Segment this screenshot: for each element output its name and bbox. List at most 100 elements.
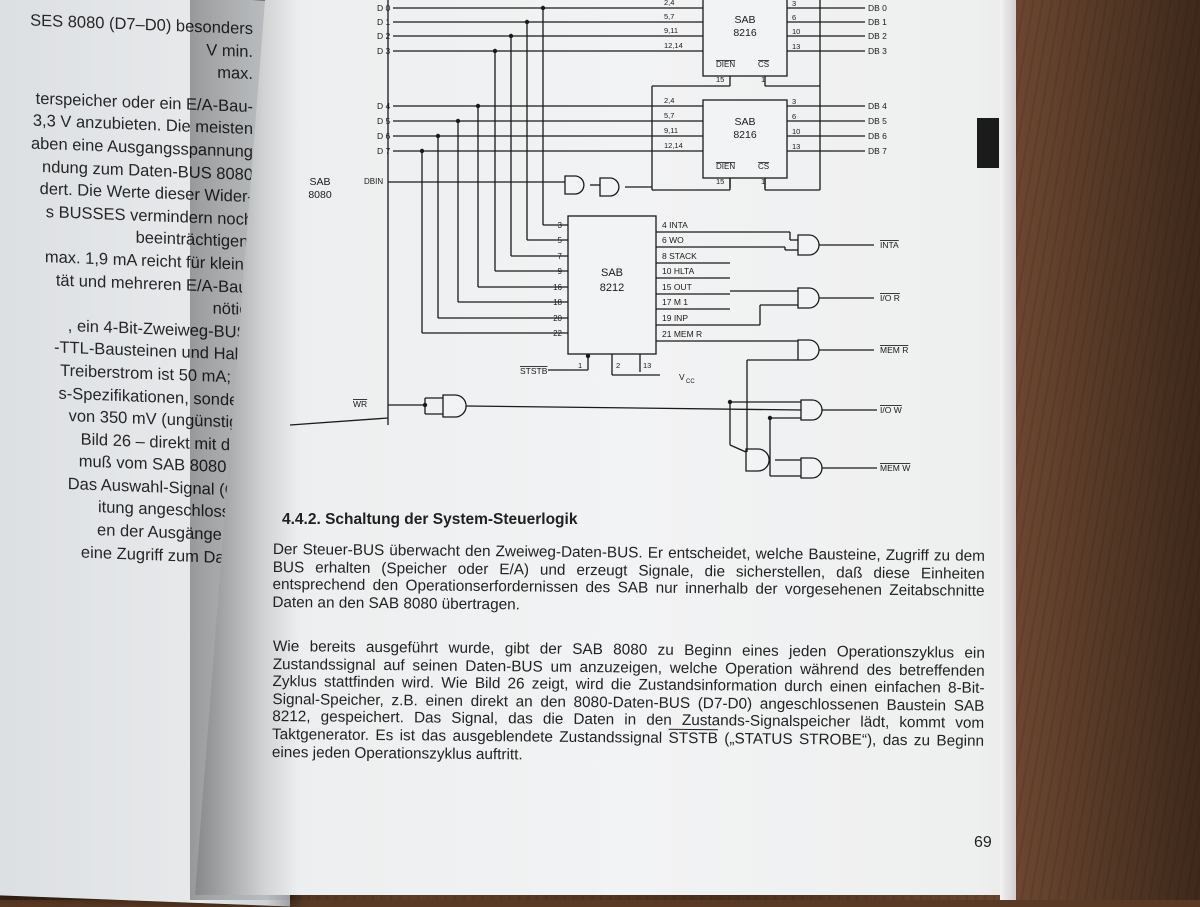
d-line-label: D 2 bbox=[377, 31, 391, 41]
pin-number: 2,4 bbox=[664, 0, 674, 7]
pin-number: 3 bbox=[792, 0, 796, 8]
mem-w-predecoder-gate bbox=[745, 448, 770, 472]
junction-dot bbox=[767, 415, 773, 421]
d-line-label: D 4 bbox=[377, 101, 391, 111]
db-line-label: DB 5 bbox=[868, 116, 887, 126]
wr-output-wire bbox=[466, 405, 802, 411]
dien-label: DIEN bbox=[716, 162, 735, 171]
pin-number: 3 bbox=[558, 221, 563, 230]
right-book-page bbox=[195, 0, 1007, 895]
pin-number: 15 bbox=[716, 75, 724, 84]
db-line-label: DB 2 bbox=[868, 31, 887, 41]
section-heading: 4.4.2. Schaltung der System-Steuerlogik bbox=[282, 511, 578, 528]
pin-number: 6 bbox=[792, 13, 796, 22]
db-line-label: DB 3 bbox=[868, 46, 887, 56]
chip-8212-output-label: 19 INP bbox=[662, 313, 688, 323]
pin-number: 5,7 bbox=[664, 111, 674, 120]
output-and-gate bbox=[797, 234, 820, 256]
dbin-gate-2 bbox=[599, 177, 620, 197]
chip-8212-output-label: 8 STACK bbox=[662, 251, 697, 261]
pin-number: 13 bbox=[792, 42, 800, 51]
dbin-gate-1 bbox=[564, 175, 585, 195]
pin-number: 13 bbox=[792, 142, 800, 151]
chip-part: 8216 bbox=[733, 129, 757, 141]
control-output-label: I/O R bbox=[880, 293, 900, 303]
pin-number: 2,4 bbox=[664, 96, 674, 105]
pin-number: 18 bbox=[553, 298, 562, 307]
pin-number: 20 bbox=[553, 314, 562, 323]
chip-8212-output-label: 10 HLTA bbox=[662, 266, 695, 276]
pin-number: 12,14 bbox=[664, 41, 683, 50]
cpu-name: SAB bbox=[309, 176, 330, 188]
chip-8212-output-label: 17 M 1 bbox=[662, 297, 688, 307]
output-and-gate bbox=[800, 457, 823, 479]
sab-8216-lower bbox=[702, 99, 788, 179]
sab-8212-chip bbox=[567, 215, 657, 355]
db-line-label: DB 4 bbox=[868, 101, 887, 111]
page-number: 69 bbox=[974, 834, 992, 851]
d-line-label: D 6 bbox=[377, 131, 391, 141]
output-and-gate bbox=[797, 287, 820, 309]
d-line-label: D 0 bbox=[377, 3, 391, 13]
chip-name: SAB bbox=[601, 267, 623, 279]
output-and-gate bbox=[800, 399, 823, 421]
pin-number: 5,7 bbox=[664, 12, 674, 21]
chip-part: 8216 bbox=[733, 27, 757, 39]
pin-number: 1 bbox=[761, 75, 765, 84]
thumb-index-marker bbox=[977, 118, 999, 168]
ststb-signal-name: STSTB bbox=[668, 729, 718, 748]
sab-8216-upper bbox=[702, 0, 788, 77]
cs-label: CS bbox=[758, 60, 769, 69]
pin-number: 10 bbox=[792, 27, 800, 36]
pin-number: 15 bbox=[716, 177, 724, 186]
chip-8212-output-label: 15 OUT bbox=[662, 282, 692, 292]
pin-number: 6 bbox=[792, 112, 796, 121]
pin-number: 7 bbox=[558, 252, 563, 261]
db-line-label: DB 6 bbox=[868, 131, 887, 141]
dbin-label: DBIN bbox=[364, 177, 383, 186]
chip-8212-output-label: 21 MEM R bbox=[662, 329, 702, 339]
chip-name: SAB bbox=[734, 116, 755, 128]
chip-8212-output-label: 6 WO bbox=[662, 235, 684, 245]
paragraph-1: Der Steuer-BUS überwacht den Zweiweg-Dat… bbox=[272, 541, 985, 614]
pin-number: 10 bbox=[792, 127, 800, 136]
paragraph-2: Wie bereits ausgeführt wurde, gibt der S… bbox=[272, 638, 985, 768]
cs-label: CS bbox=[758, 162, 769, 171]
wire bbox=[729, 444, 747, 453]
pin-number: 9,11 bbox=[664, 26, 678, 35]
pin-number: 5 bbox=[558, 236, 563, 245]
pin-number: 1 bbox=[761, 177, 765, 186]
d-line-label: D 1 bbox=[377, 17, 391, 27]
wr-gate bbox=[442, 394, 467, 418]
output-and-gate bbox=[797, 339, 820, 361]
control-output-label: MEM W bbox=[880, 463, 910, 473]
cpu-bus-baseline bbox=[289, 417, 389, 426]
pin-number: 1 bbox=[578, 361, 582, 370]
db-line-label: DB 0 bbox=[868, 3, 887, 13]
control-output-label: INTA bbox=[880, 240, 899, 250]
chip-name: SAB bbox=[734, 14, 755, 26]
chip-8212-output-label: 4 INTA bbox=[662, 220, 688, 230]
chip-part: 8212 bbox=[600, 282, 624, 294]
paragraph-2-text-a: Wie bereits ausgeführt wurde, gibt der S… bbox=[271, 638, 985, 747]
pin-number: 16 bbox=[553, 283, 562, 292]
pin-number: 9,11 bbox=[664, 126, 678, 135]
page-edge-strip bbox=[1000, 0, 1016, 900]
pin-number: 22 bbox=[553, 329, 562, 338]
d-line-label: D 7 bbox=[377, 146, 391, 156]
pin-number: 3 bbox=[792, 97, 796, 106]
control-output-label: I/O W bbox=[880, 405, 902, 415]
pin-number: 12,14 bbox=[664, 141, 683, 150]
db-line-label: DB 7 bbox=[868, 146, 887, 156]
junction-dot bbox=[727, 399, 733, 405]
db-line-label: DB 1 bbox=[868, 17, 887, 27]
ststb-label: STSTB bbox=[520, 366, 548, 376]
control-output-label: MEM R bbox=[880, 345, 908, 355]
dien-label: DIEN bbox=[716, 60, 735, 69]
pin-number: 9 bbox=[558, 267, 563, 276]
d-line-label: D 5 bbox=[377, 116, 391, 126]
pin-number: 2 bbox=[616, 361, 620, 370]
pin-number: 13 bbox=[643, 361, 651, 370]
cpu-part: 8080 bbox=[308, 189, 332, 201]
